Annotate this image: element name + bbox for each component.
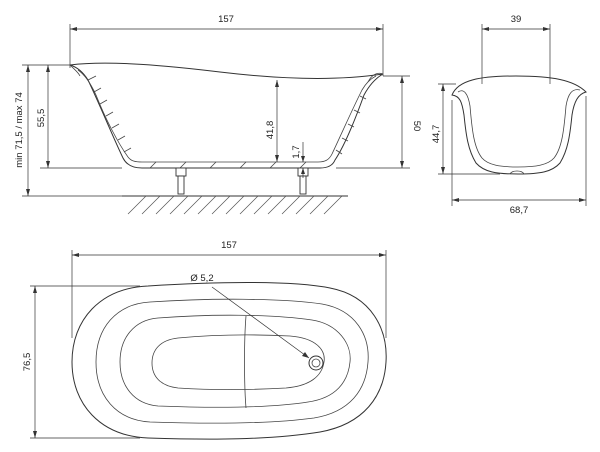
side-bottom-thickness-dimension: 1,7 xyxy=(291,142,305,178)
end-tub-outer xyxy=(451,75,587,175)
end-outer-width-dimension: 68,7 xyxy=(451,96,587,216)
end-depth-label: 44,7 xyxy=(431,125,442,144)
side-rim-height-dimension: 55,5 xyxy=(36,65,50,168)
side-tub-outer xyxy=(69,62,384,169)
end-inner-width-dimension: 39 xyxy=(481,14,551,84)
side-wall-hatch xyxy=(87,75,367,169)
end-view: 39 44,7 68,7 xyxy=(431,14,587,216)
side-tub-inner xyxy=(77,69,377,163)
side-length-label: 157 xyxy=(218,14,234,25)
top-width-label: 76,5 xyxy=(22,353,33,372)
drain: Ø 5,2 xyxy=(190,273,324,371)
side-height-range-label: min 71,5 / max 74 xyxy=(14,92,25,168)
top-width-dimension: 76,5 xyxy=(22,285,140,439)
top-tub-inner-rim xyxy=(95,298,369,424)
end-inner-width-label: 39 xyxy=(511,14,522,25)
end-tub-inner xyxy=(457,89,581,168)
side-rim-height-label: 55,5 xyxy=(36,109,47,128)
end-outer-width-label: 68,7 xyxy=(510,205,529,216)
side-feet xyxy=(175,167,309,195)
top-view: 157 76,5 Ø 5,2 xyxy=(22,240,387,440)
top-tub-floor xyxy=(151,334,325,390)
floor-hatch xyxy=(122,195,348,215)
side-bottom-thickness-label: 1,7 xyxy=(291,145,302,158)
side-length-dimension: 157 xyxy=(69,14,384,76)
side-height-range-dimension: min 71,5 / max 74 xyxy=(14,65,30,196)
top-tub-outer xyxy=(71,282,387,440)
side-end-height-label: 50 xyxy=(411,121,422,132)
side-view: 157 xyxy=(14,14,422,215)
top-tub-basin xyxy=(119,314,351,408)
top-length-dimension: 157 xyxy=(71,240,387,338)
side-end-height-dimension: 50 xyxy=(400,76,422,168)
end-depth-dimension: 44,7 xyxy=(431,83,500,175)
side-inner-depth-label: 41,8 xyxy=(265,121,276,140)
top-length-label: 157 xyxy=(221,240,237,251)
side-inner-depth-dimension: 41,8 xyxy=(265,80,279,162)
drain-diameter-label: Ø 5,2 xyxy=(190,273,213,284)
